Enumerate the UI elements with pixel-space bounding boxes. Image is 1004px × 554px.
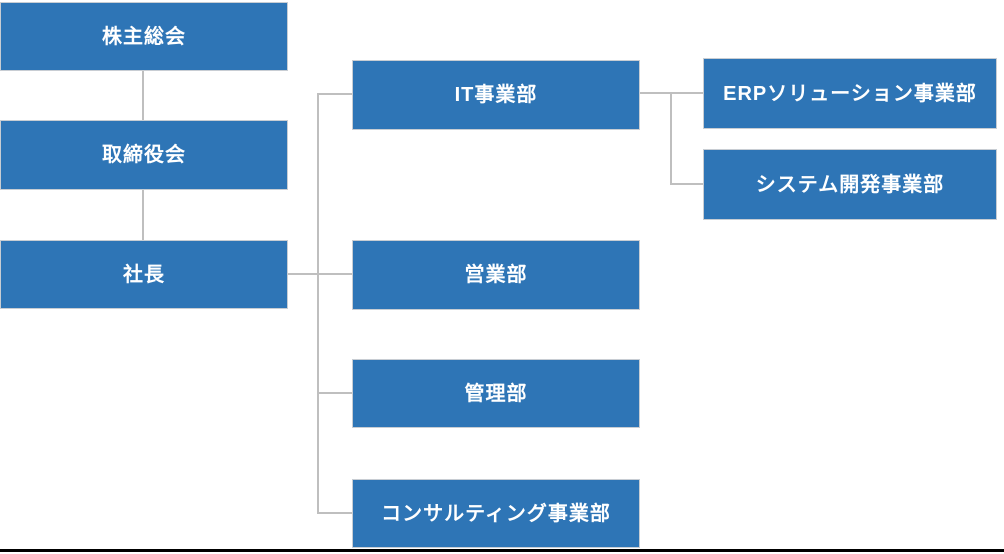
org-node-it-division[interactable]: IT事業部 [352, 60, 640, 130]
connector-line-spine-to-it-stub [317, 93, 352, 95]
org-node-shareholders-meeting[interactable]: 株主総会 [0, 2, 288, 71]
org-node-president[interactable]: 社長 [0, 240, 288, 309]
connector-line-shareholders-to-board [142, 71, 144, 120]
connector-line-spine-vertical [317, 93, 319, 514]
org-node-erp-solution-division[interactable]: ERPソリューション事業部 [703, 58, 997, 129]
connector-line-spine-to-consulting-stub [317, 512, 352, 514]
org-node-board-of-directors[interactable]: 取締役会 [0, 120, 288, 190]
bottom-border-line [0, 549, 1004, 552]
connector-line-it-branch-vertical [670, 92, 672, 184]
org-node-admin-department[interactable]: 管理部 [352, 359, 640, 428]
connector-line-branch-to-systemdev [670, 183, 703, 185]
org-node-system-dev-division[interactable]: システム開発事業部 [703, 149, 997, 220]
org-node-sales-department[interactable]: 営業部 [352, 240, 640, 310]
connector-line-board-to-president [142, 190, 144, 240]
org-node-consulting-division[interactable]: コンサルティング事業部 [352, 479, 640, 548]
connector-line-president-to-sales-stub [288, 273, 352, 275]
connector-line-spine-to-admin-stub [317, 392, 352, 394]
